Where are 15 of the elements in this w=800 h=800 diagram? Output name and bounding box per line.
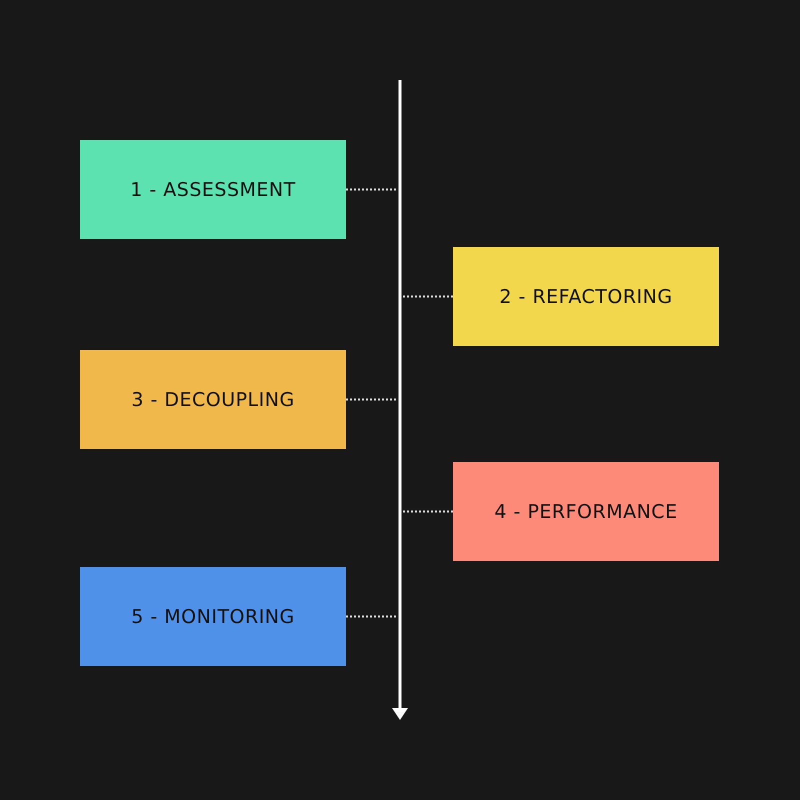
stage-box (80, 350, 346, 449)
leader-line (346, 188, 397, 190)
stage-label: 2 - REFACTORING (499, 286, 673, 308)
stage-label: 1 - ASSESSMENT (130, 178, 296, 200)
stage-label: 4 - PERFORMANCE (494, 500, 678, 522)
stage-box (80, 140, 346, 239)
stage-box (453, 462, 719, 561)
stage-box (80, 567, 346, 666)
stage-label: 5 - MONITORING (131, 606, 295, 628)
leader-line (346, 398, 397, 400)
stage-label: 3 - DECOUPLING (131, 388, 295, 410)
leader-line (403, 296, 453, 298)
leader-line (403, 510, 453, 512)
stage-box (453, 247, 719, 346)
leader-line (346, 616, 397, 618)
